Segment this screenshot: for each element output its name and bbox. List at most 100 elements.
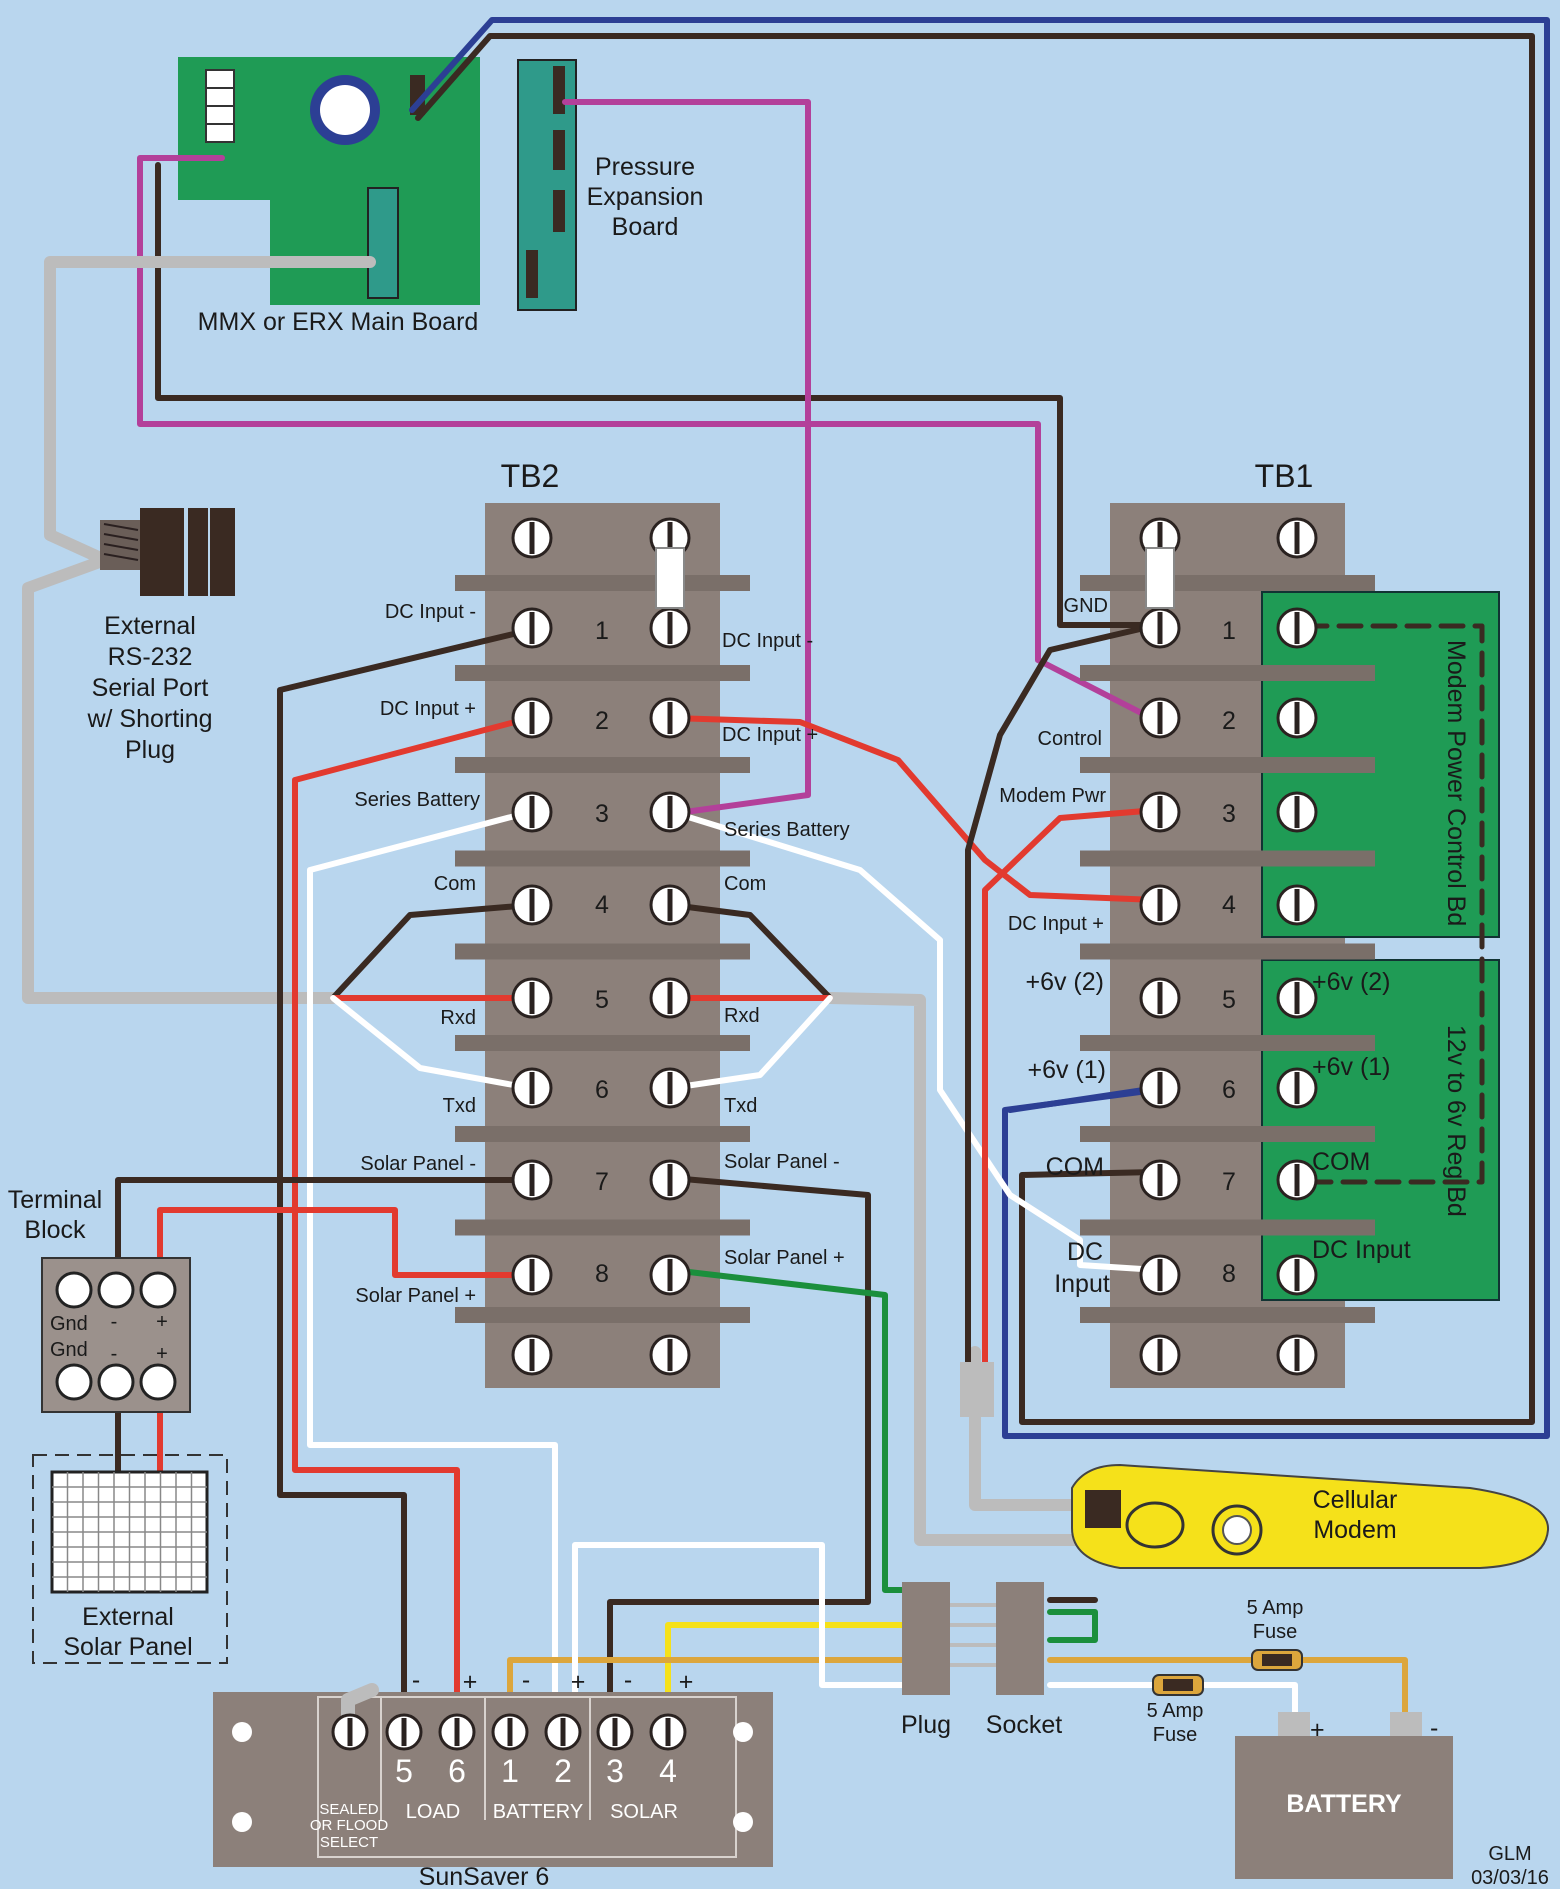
tb2-screw-left (511, 1159, 553, 1201)
tb2-right-label-2: DC Input + (722, 724, 818, 746)
tb2-separator (455, 1035, 750, 1051)
tb1-number-8: 8 (1222, 1260, 1236, 1288)
signature-initials: GLM (1488, 1843, 1531, 1865)
socket-label: Socket (986, 1711, 1062, 1739)
wire-magenta-control (137, 155, 1158, 723)
wire-white-tb1-dcin (669, 809, 1160, 1273)
solar-panel-label-2: Solar Panel (63, 1633, 192, 1661)
terminal-screws (455, 517, 1375, 1417)
terminal-block-gnd-1: Gnd (50, 1313, 88, 1335)
serial-port-label-1: External (104, 612, 196, 640)
tb1-board-screw (1276, 1254, 1318, 1296)
tb1-label-gnd: GND (1064, 595, 1108, 617)
tb1-screw-left (1139, 977, 1181, 1019)
serial-port-label-5: Plug (125, 736, 175, 764)
reg-label-6v-2: +6v (2) (1312, 968, 1391, 996)
tb2-number-1: 1 (595, 617, 609, 645)
sunsaver-number-2: 2 (554, 1753, 572, 1789)
wire-white-txd-left (330, 995, 533, 1091)
tb2-sleeve (655, 547, 685, 609)
tb1-screw-left (1139, 607, 1181, 649)
sunsaver-screws (331, 1713, 687, 1751)
modem-plug-sleeve (960, 1362, 994, 1417)
wire-socket-green (1047, 1609, 1098, 1643)
terminal-block-minus-1: - (111, 1311, 118, 1333)
tb1-separator (1080, 943, 1375, 960)
tb1-separator (1080, 575, 1375, 591)
tb2-screw-left (511, 884, 553, 926)
tb2-right-label-8: Solar Panel + (724, 1247, 845, 1269)
tb1-screw-right (1276, 517, 1318, 559)
tb2-left-label-7: Solar Panel - (360, 1153, 476, 1175)
tb1-screw-left (1139, 791, 1181, 833)
tb1-screw-left (1139, 1254, 1181, 1296)
reg-label-dc-input: DC Input (1312, 1236, 1411, 1264)
signature-date: 03/03/16 (1471, 1867, 1549, 1889)
tb2-left-label-3: Series Battery (354, 789, 480, 811)
wire-black-com-left (330, 902, 533, 1001)
terminal-block: Terminal Block Gnd - + Gnd - + (8, 1186, 191, 1413)
sunsaver-number-4: 4 (659, 1753, 677, 1789)
battery-label: BATTERY (1286, 1790, 1402, 1818)
tb1-screw-left (1139, 697, 1181, 739)
tb1-label-dc-1: DC (1067, 1238, 1103, 1266)
tb1-board-screw (1276, 1159, 1318, 1201)
sunsaver-pol-4: + (679, 1668, 694, 1696)
wire-black-dc-in (277, 627, 533, 1768)
sunsaver-select-2: OR FLOOD (310, 1817, 389, 1834)
tb2-right-label-4: Com (724, 873, 766, 895)
tb1-board-screw (1276, 977, 1318, 1019)
sunsaver-pol-3: - (624, 1666, 632, 1694)
tb1-number-5: 5 (1222, 986, 1236, 1014)
tb2-separator (455, 665, 750, 681)
tb2-labels: 1 2 3 4 5 6 7 8 DC Input - DC Input + Se… (354, 601, 849, 1307)
regulator-board-label: 12v to 6v Reg Bd (1442, 1025, 1470, 1217)
fuse-2-label-1: 5 Amp (1147, 1700, 1204, 1722)
tb2-number-8: 8 (595, 1260, 609, 1288)
tb2-left-label-1: DC Input - (385, 601, 476, 623)
tb1-label-dc-2: Input (1054, 1270, 1110, 1298)
sunsaver-select-1: SEALED (319, 1801, 378, 1818)
tb2-screw-left (511, 791, 553, 833)
tb1-board-screw (1276, 607, 1318, 649)
sunsaver-pol-1: - (522, 1666, 530, 1694)
wire-black-modem-gnd (965, 622, 1160, 1368)
modem-label-2: Modem (1313, 1516, 1396, 1544)
tb1-screw-right (1276, 1334, 1318, 1376)
tb1-label-com: COM (1046, 1153, 1104, 1181)
modem-power-board-label: Modem Power Control Bd (1442, 640, 1470, 926)
terminal-block-title-1: Terminal (8, 1186, 102, 1214)
terminal-block-minus-2: - (111, 1343, 118, 1365)
pressure-board-label-1: Pressure (595, 153, 695, 181)
tb2-right-label-6: Txd (724, 1095, 757, 1117)
serial-port-label-4: w/ Shorting (86, 705, 212, 733)
reg-label-6v-1: +6v (1) (1312, 1053, 1391, 1081)
terminal-block-title-2: Block (24, 1216, 86, 1244)
reg-label-com: COM (1312, 1148, 1370, 1176)
tb2-number-5: 5 (595, 986, 609, 1014)
main-board-label: MMX or ERX Main Board (198, 308, 479, 336)
sunsaver-number-1: 1 (501, 1753, 519, 1789)
tb1-number-4: 4 (1222, 891, 1236, 919)
tb1-label-6v-2: +6v (2) (1025, 968, 1104, 996)
tb2-left-label-8: Solar Panel + (355, 1285, 476, 1307)
pressure-expansion-board: Pressure Expansion Board (517, 59, 703, 311)
tb1-separator (1080, 757, 1375, 773)
tb2-number-2: 2 (595, 707, 609, 735)
solar-panel-label-1: External (82, 1603, 174, 1631)
main-board: MMX or ERX Main Board (178, 57, 480, 336)
tb2-screw-left (511, 697, 553, 739)
wire-red-modem-pwr (982, 807, 1160, 1368)
plug-label: Plug (901, 1711, 951, 1739)
tb2-number-3: 3 (595, 800, 609, 828)
sunsaver-pol-5: - (412, 1666, 420, 1694)
tb1-board-screw (1276, 791, 1318, 833)
tb1-screw-left (1139, 884, 1181, 926)
wire-white-sunsaver (572, 1542, 921, 1768)
tb1-screw-left (1139, 1159, 1181, 1201)
wire-white-fuse (1047, 1682, 1298, 1723)
tb2-screw-right (649, 607, 691, 649)
tb2-screw-right (649, 884, 691, 926)
tb1-screw-left (1139, 1334, 1181, 1376)
